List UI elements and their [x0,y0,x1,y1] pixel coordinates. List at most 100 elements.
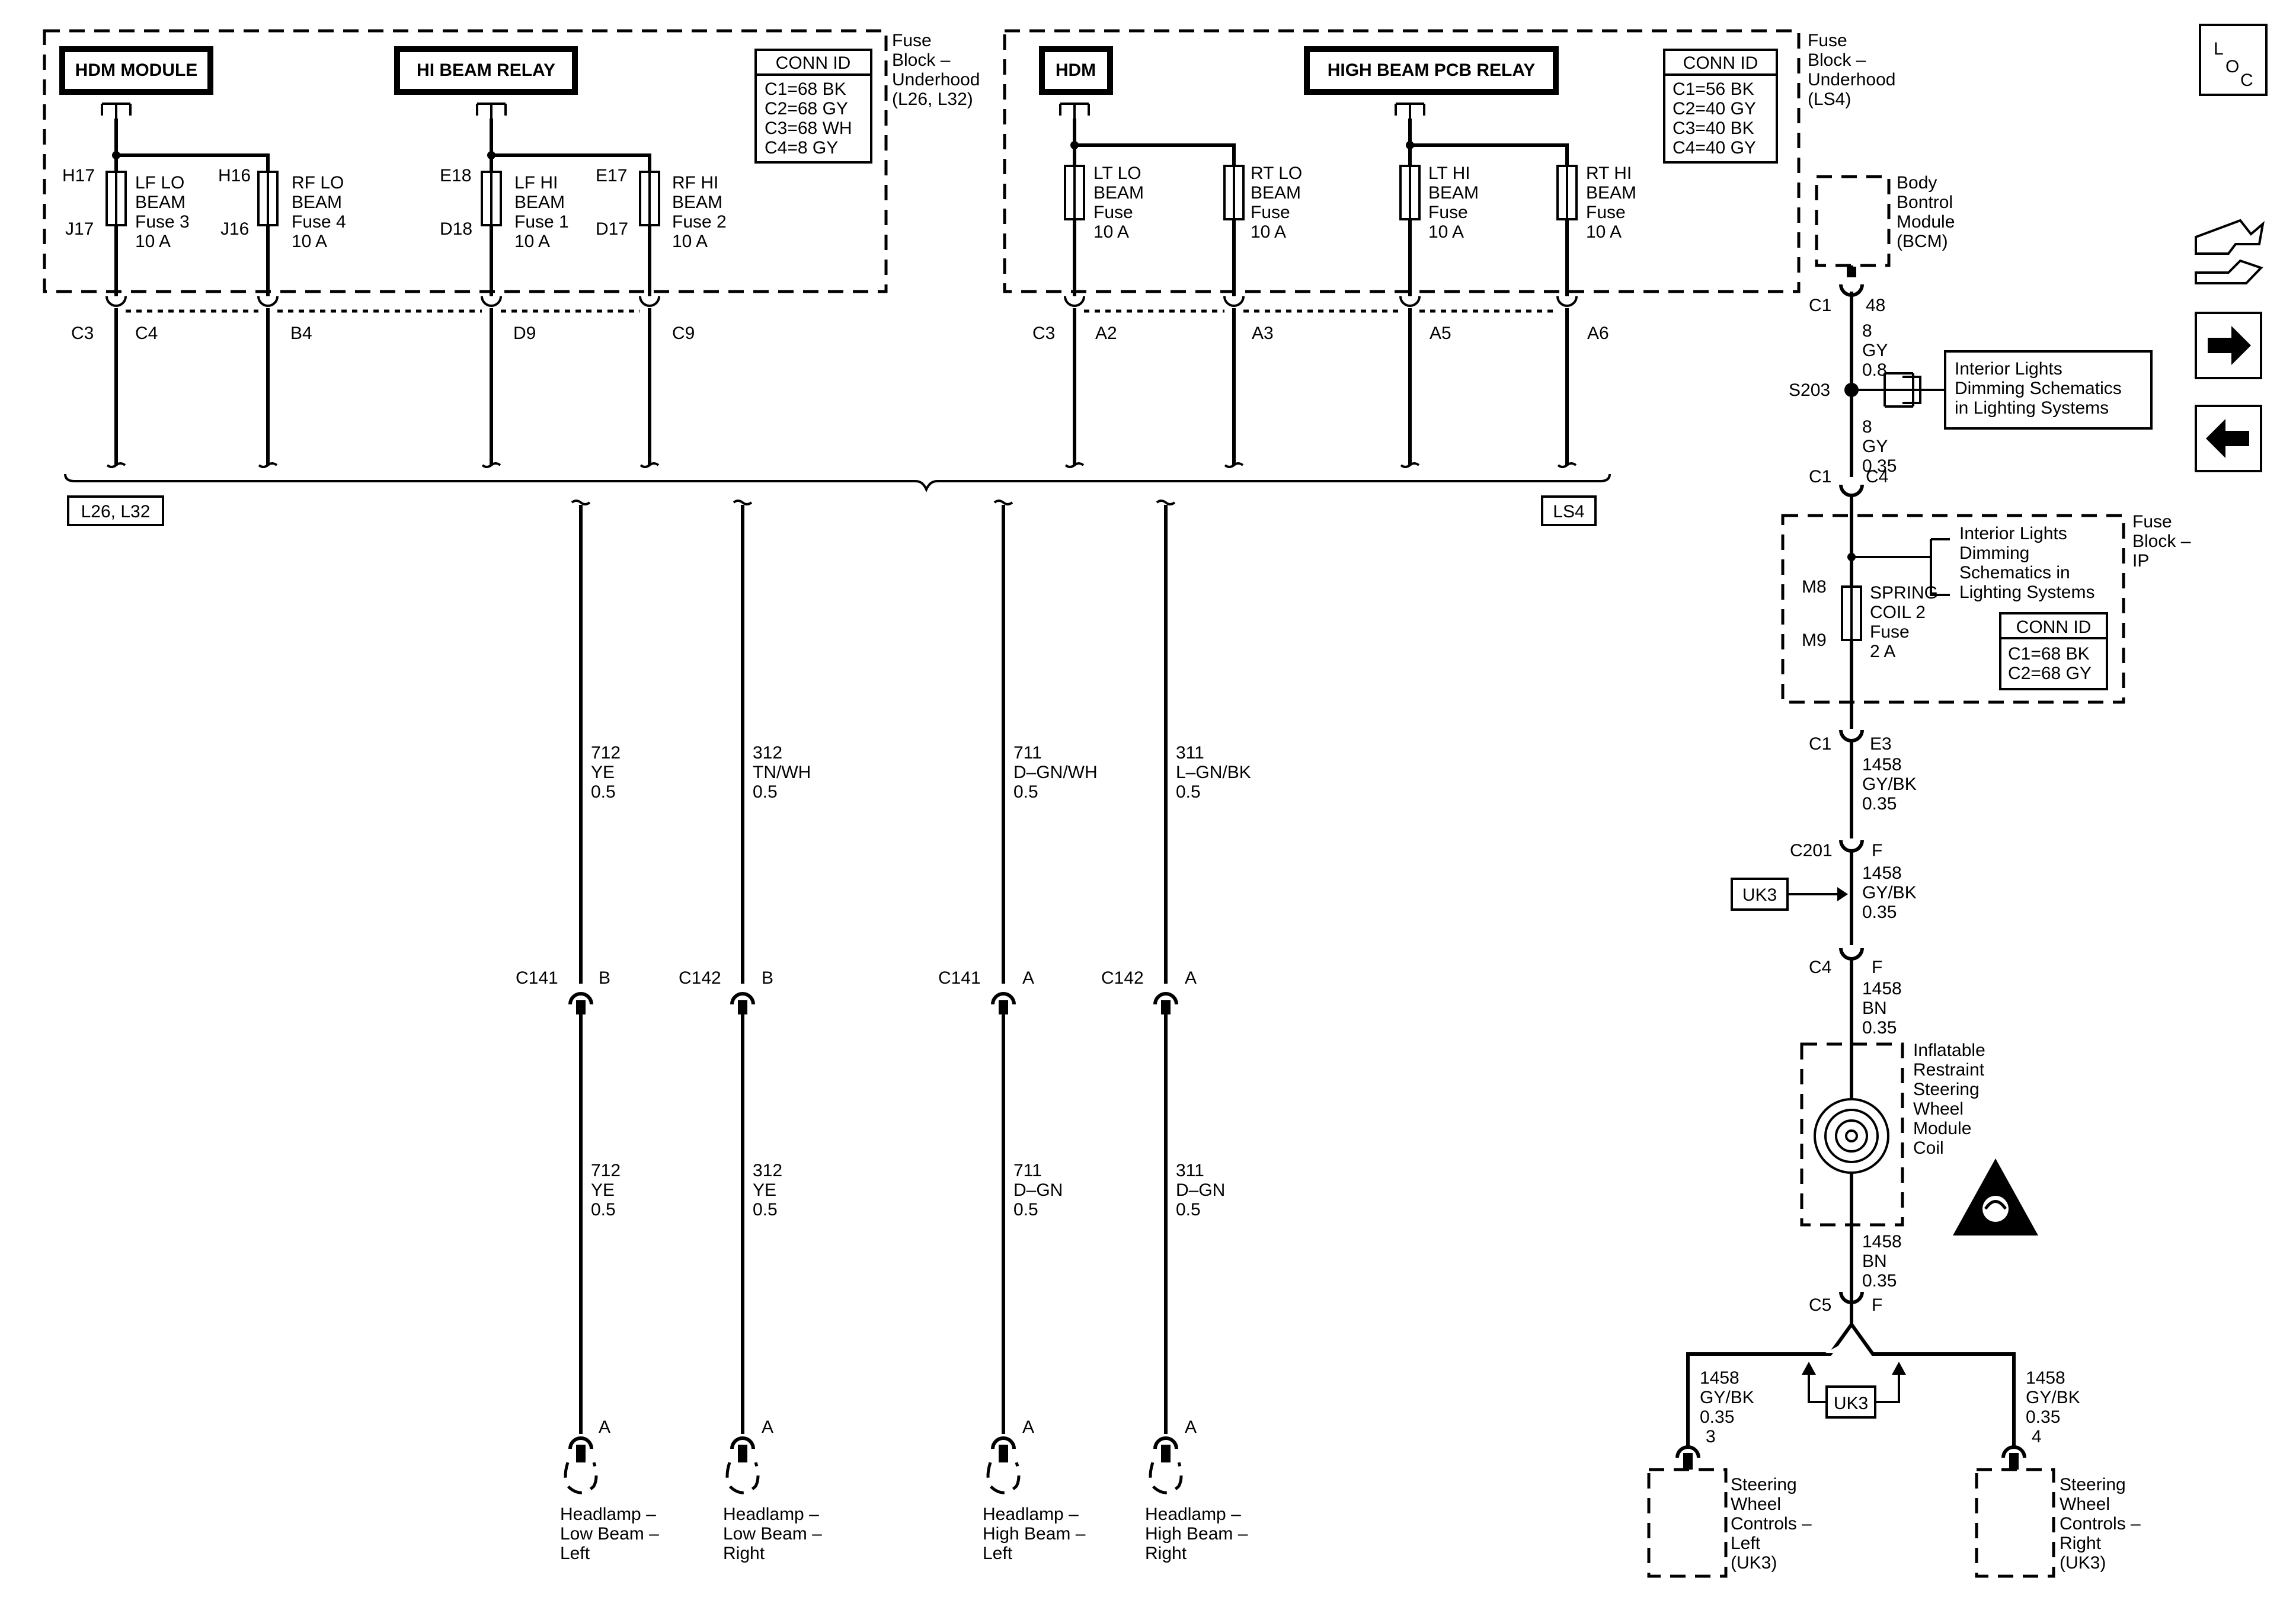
svg-text:H17: H17 [62,166,95,185]
svg-text:RT HI: RT HI [1586,164,1632,183]
svg-text:C: C [2240,71,2253,90]
svg-text:0.5: 0.5 [591,1200,616,1219]
uk3-option-box [1731,878,1789,911]
svg-text:O: O [2225,57,2239,76]
svg-text:A: A [762,1417,773,1437]
svg-text:Coil: Coil [1913,1138,1944,1158]
svg-text:A: A [1022,968,1034,988]
svg-text:C9: C9 [672,324,695,343]
svg-text:RF LO: RF LO [292,173,344,193]
svg-text:312: 312 [753,743,782,763]
svg-text:48: 48 [1866,296,1885,315]
svg-text:Fuse: Fuse [2132,512,2172,532]
svg-text:Underhood: Underhood [1808,70,1895,89]
svg-text:712: 712 [591,1161,621,1180]
previous-arrow-button[interactable] [2195,405,2262,472]
option-brace: L26, L32 LS4 [64,473,1611,526]
right-block-title: Fuse Block – Underhood (LS4) [1808,31,1895,109]
svg-text:C1: C1 [1809,296,1831,315]
fuse-lt-lo-beam: LT LO BEAM Fuse 10 A [1064,164,1144,242]
svg-text:C3=68 WH: C3=68 WH [765,119,852,138]
svg-text:IP: IP [2132,551,2149,571]
svg-text:GY: GY [1862,341,1888,360]
svg-text:Inflatable: Inflatable [1913,1041,1985,1060]
fuse-spring-coil-2: M8 M9 SPRING COIL 2 Fuse 2 A [1802,577,1938,661]
svg-text:C5: C5 [1809,1295,1831,1315]
svg-text:Fuse 4: Fuse 4 [292,212,346,232]
svg-text:Restraint: Restraint [1913,1060,1985,1080]
fuse-rf-hi-beam: E17 D17 RF HI BEAM Fuse 2 10 A [596,166,727,251]
svg-text:BEAM: BEAM [1093,183,1144,203]
svg-text:C4: C4 [135,324,158,343]
svg-text:M9: M9 [1802,630,1827,650]
svg-text:A5: A5 [1430,324,1451,343]
svg-text:Left: Left [560,1544,590,1563]
svg-text:D–GN: D–GN [1013,1180,1063,1200]
right-conn-id-table: CONN ID C1=56 BK C2=40 GY C3=40 BK C4=40… [1663,49,1778,164]
headlamp-circuit-low-right: 312 TN/WH 0.5 C142 B 312 YE 0.5 A Headla… [679,500,822,1563]
svg-text:10 A: 10 A [1428,222,1464,242]
svg-text:C4=8 GY: C4=8 GY [765,138,838,158]
svg-text:10 A: 10 A [1251,222,1286,242]
svg-text:Headlamp –: Headlamp – [983,1505,1079,1524]
ip-fuse-block [1781,514,2125,704]
svg-text:(UK3): (UK3) [2060,1553,2106,1573]
svg-text:LF HI: LF HI [514,173,558,193]
svg-text:0.5: 0.5 [753,1200,778,1219]
svg-text:CONN ID: CONN ID [776,53,851,73]
bcm-circuit: Body Bontrol Module (BCM) C1 48 8 GY 0.8… [1647,173,2191,1578]
svg-text:A: A [599,1417,610,1437]
fuse-lf-hi-beam: E18 D18 LF HI BEAM Fuse 1 10 A [440,166,569,251]
svg-text:0.5: 0.5 [1176,1200,1201,1219]
svg-text:Block –: Block – [1808,50,1866,70]
svg-text:B: B [762,968,773,988]
svg-text:Right: Right [2060,1534,2102,1553]
svg-text:1458: 1458 [1862,863,1902,883]
svg-text:Fuse: Fuse [1093,203,1133,222]
svg-text:311: 311 [1176,743,1204,763]
connector-swap-icon[interactable] [2195,219,2265,284]
ip-conn-id-table: CONN ID C1=68 BK C2=68 GY [1999,612,2108,690]
svg-text:Wheel: Wheel [1913,1099,1964,1119]
airbag-warning-icon [1953,1158,2038,1235]
fuse-rt-hi-beam: RT HI BEAM Fuse 10 A [1556,164,1636,242]
svg-text:Interior Lights: Interior Lights [1959,524,2067,543]
svg-text:GY/BK: GY/BK [2026,1388,2080,1407]
svg-text:GY/BK: GY/BK [1862,883,1917,902]
svg-text:BEAM: BEAM [672,193,722,212]
svg-text:Lighting Systems: Lighting Systems [1959,582,2094,602]
svg-text:0.5: 0.5 [1013,1200,1038,1219]
svg-text:C141: C141 [516,968,558,988]
svg-text:RF HI: RF HI [672,173,718,193]
svg-text:J16: J16 [220,219,249,239]
location-button[interactable]: L O C [2199,24,2268,96]
svg-text:B: B [599,968,610,988]
svg-text:Left: Left [983,1544,1013,1563]
svg-text:C142: C142 [1101,968,1144,988]
svg-text:Wheel: Wheel [2060,1494,2110,1514]
svg-text:C3=40 BK: C3=40 BK [1673,119,1754,138]
svg-text:Headlamp –: Headlamp – [723,1505,819,1524]
svg-text:F: F [1872,841,1882,860]
svg-text:Dimming Schematics: Dimming Schematics [1955,379,2122,398]
svg-text:Fuse: Fuse [892,31,932,50]
fuse-rt-lo-beam: RT LO BEAM Fuse 10 A [1223,164,1302,242]
svg-text:(LS4): (LS4) [1808,89,1851,109]
svg-text:0.5: 0.5 [1013,782,1038,802]
svg-text:A3: A3 [1252,324,1274,343]
svg-text:Low Beam –: Low Beam – [723,1524,822,1544]
svg-text:C1=56 BK: C1=56 BK [1673,79,1754,99]
svg-text:8: 8 [1862,321,1872,341]
next-arrow-button[interactable] [2195,312,2262,379]
clockspring-coil-icon [1814,1098,1889,1174]
svg-text:A2: A2 [1095,324,1117,343]
svg-text:E18: E18 [440,166,471,185]
svg-text:COIL 2: COIL 2 [1870,603,1926,622]
svg-text:Right: Right [1145,1544,1187,1563]
svg-text:Fuse 3: Fuse 3 [135,212,190,232]
svg-text:BEAM: BEAM [1251,183,1301,203]
svg-text:HDM MODULE: HDM MODULE [75,60,198,80]
svg-text:HDM: HDM [1056,60,1096,80]
svg-text:YE: YE [591,763,615,782]
svg-text:0.5: 0.5 [1176,782,1201,802]
